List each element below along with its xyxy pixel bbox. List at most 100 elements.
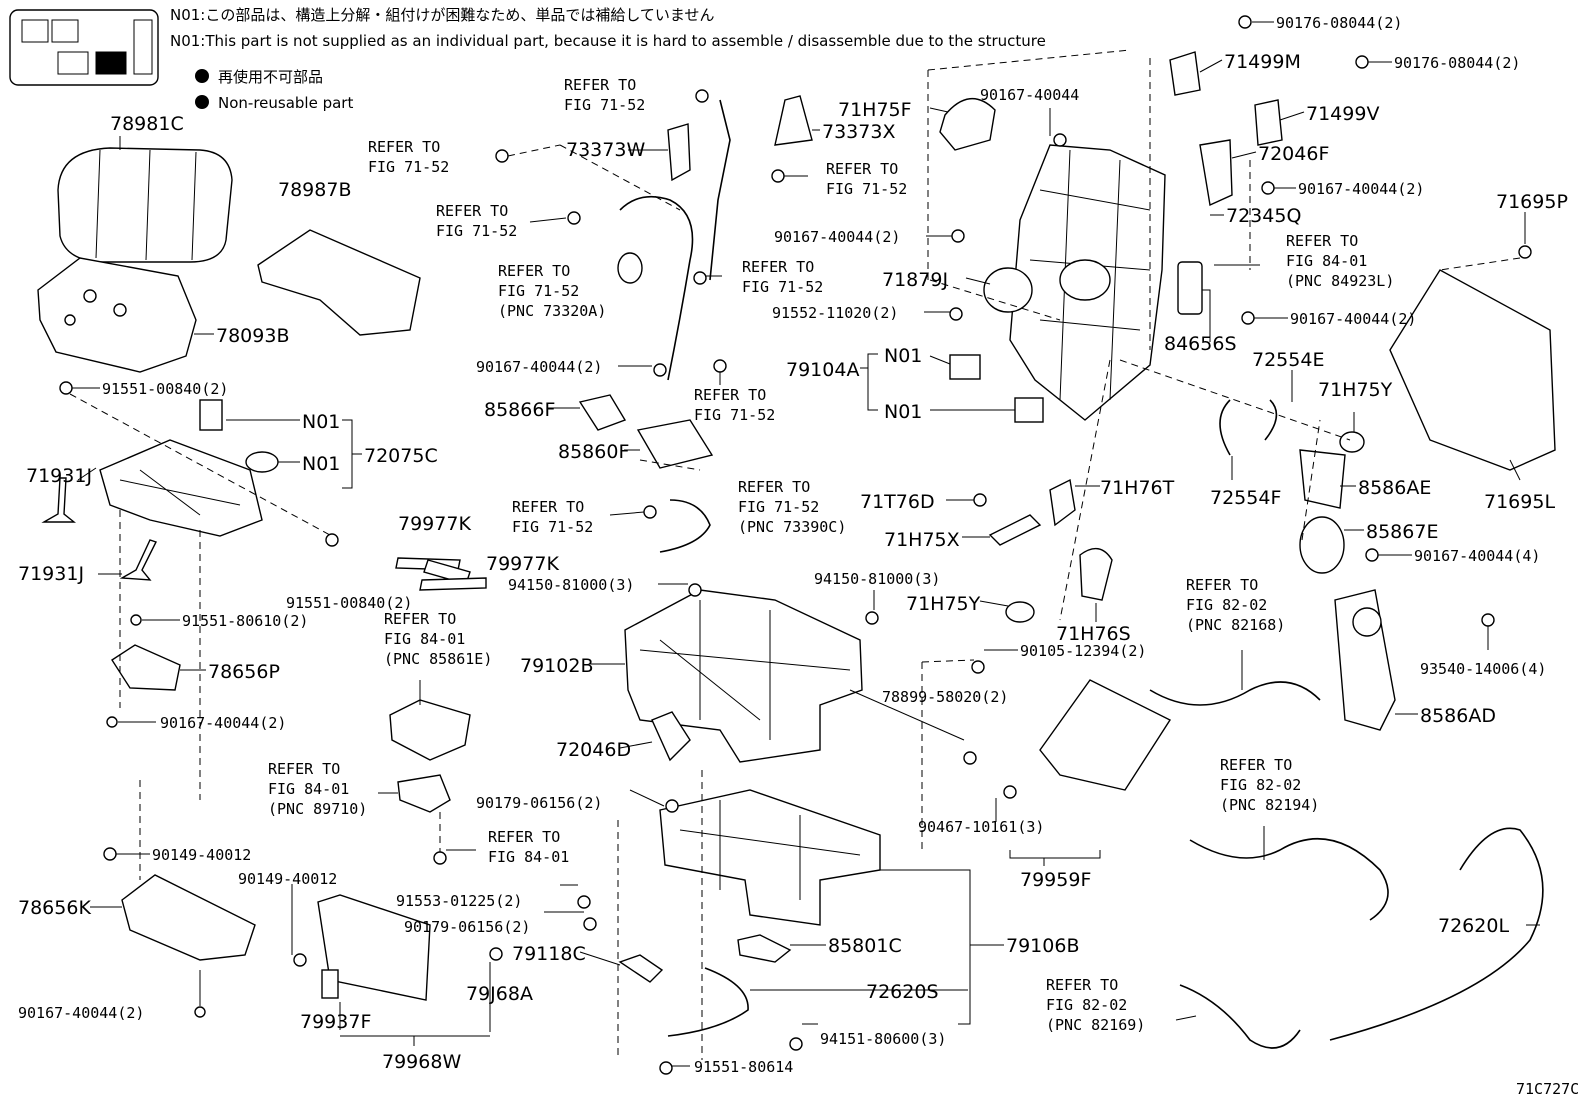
- label-8586AD[interactable]: 8586AD: [1420, 705, 1496, 727]
- non-reusable-dot-icon: [195, 69, 209, 83]
- label-90176-08044[interactable]: 90176-08044(2): [1276, 14, 1402, 32]
- legend-japanese: 再使用不可部品: [218, 68, 323, 86]
- label-71H75Y[interactable]: 71H75Y: [906, 593, 981, 615]
- legend-english: Non-reusable part: [218, 94, 353, 112]
- label-79J68A[interactable]: 79J68A: [466, 983, 533, 1005]
- label-90176-08044[interactable]: 90176-08044(2): [1394, 54, 1520, 72]
- label-71931J[interactable]: 71931J: [18, 563, 84, 585]
- label-71H75X[interactable]: 71H75X: [884, 529, 960, 551]
- label-85801C[interactable]: 85801C: [828, 935, 902, 957]
- label-72554E[interactable]: 72554E: [1252, 349, 1324, 371]
- label-n01[interactable]: N01: [884, 345, 922, 367]
- label-90167-40044[interactable]: 90167-40044(2): [476, 358, 602, 376]
- label-90105-12394[interactable]: 90105-12394(2): [1020, 642, 1146, 660]
- label-79102B[interactable]: 79102B: [520, 655, 593, 677]
- label-93540-14006[interactable]: 93540-14006(4): [1420, 660, 1546, 678]
- label-85867E[interactable]: 85867E: [1366, 521, 1438, 543]
- label-85866F[interactable]: 85866F: [484, 399, 555, 421]
- label-71879J[interactable]: 71879J: [882, 269, 948, 291]
- label-72554F[interactable]: 72554F: [1210, 487, 1281, 509]
- label-71695P[interactable]: 71695P: [1496, 191, 1568, 213]
- label-8586AE[interactable]: 8586AE: [1358, 477, 1431, 499]
- label-90179-06156[interactable]: 90179-06156(2): [476, 794, 602, 812]
- label-72620S[interactable]: 72620S: [866, 981, 939, 1003]
- label-71499M[interactable]: 71499M: [1224, 51, 1301, 73]
- label-78899-58020[interactable]: 78899-58020(2): [882, 688, 1008, 706]
- label-71H75F[interactable]: 71H75F: [838, 99, 912, 121]
- label-73373W[interactable]: 73373W: [566, 139, 645, 161]
- label-n01[interactable]: N01: [884, 401, 922, 423]
- label-72620L[interactable]: 72620L: [1438, 915, 1509, 937]
- label-78987B[interactable]: 78987B: [278, 179, 351, 201]
- label-71499V[interactable]: 71499V: [1306, 103, 1379, 125]
- label-78093B[interactable]: 78093B: [216, 325, 289, 347]
- label-71695L[interactable]: 71695L: [1484, 491, 1555, 513]
- label-94150-81000[interactable]: 94150-81000(3): [508, 576, 634, 594]
- label-79968W[interactable]: 79968W: [382, 1051, 461, 1073]
- part-labels: 78981C 78987B 78093B 91551-00840(2) N01 …: [18, 14, 1579, 1098]
- label-90149-40012[interactable]: 90149-40012: [238, 870, 337, 888]
- label-91551-80610[interactable]: 91551-80610(2): [182, 612, 308, 630]
- label-72075C[interactable]: 72075C: [364, 445, 438, 467]
- label-90179-06156[interactable]: 90179-06156(2): [404, 918, 530, 936]
- label-71H76T[interactable]: 71H76T: [1100, 477, 1175, 499]
- label-78656K[interactable]: 78656K: [18, 897, 91, 919]
- label-73373X[interactable]: 73373X: [822, 121, 895, 143]
- label-n01[interactable]: N01: [302, 411, 340, 433]
- label-71H76S[interactable]: 71H76S: [1056, 623, 1131, 645]
- label-n01[interactable]: N01: [302, 453, 340, 475]
- label-90167-40044[interactable]: 90167-40044(2): [1290, 310, 1416, 328]
- label-91551-00840[interactable]: 91551-00840(2): [286, 594, 412, 612]
- label-90167-40044[interactable]: 90167-40044: [980, 86, 1079, 104]
- label-90167-40044[interactable]: 90167-40044(4): [1414, 547, 1540, 565]
- label-79959F[interactable]: 79959F: [1020, 869, 1091, 891]
- label-94150-81000[interactable]: 94150-81000(3): [814, 570, 940, 588]
- label-84656S[interactable]: 84656S: [1164, 333, 1237, 355]
- label-71931J[interactable]: 71931J: [26, 465, 92, 487]
- label-85860F[interactable]: 85860F: [558, 441, 629, 463]
- label-79977K[interactable]: 79977K: [486, 553, 559, 575]
- label-91553-01225[interactable]: 91553-01225(2): [396, 892, 522, 910]
- label-79977K[interactable]: 79977K: [398, 513, 471, 535]
- label-71T76D[interactable]: 71T76D: [860, 491, 935, 513]
- label-79104A[interactable]: 79104A: [786, 359, 859, 381]
- label-78656P[interactable]: 78656P: [208, 661, 280, 683]
- label-71H75Y[interactable]: 71H75Y: [1318, 379, 1393, 401]
- label-90467-10161[interactable]: 90467-10161(3): [918, 818, 1044, 836]
- label-79937F[interactable]: 79937F: [300, 1011, 371, 1033]
- label-79118C[interactable]: 79118C: [512, 943, 586, 965]
- label-91551-00840[interactable]: 91551-00840(2): [102, 380, 228, 398]
- label-72046F[interactable]: 72046F: [1258, 143, 1329, 165]
- label-78981C[interactable]: 78981C: [110, 113, 184, 135]
- label-72345Q[interactable]: 72345Q: [1226, 205, 1301, 227]
- label-90167-40044[interactable]: 90167-40044(2): [18, 1004, 144, 1022]
- leader-lines: [69, 21, 1540, 1067]
- label-90149-40012[interactable]: 90149-40012: [152, 846, 251, 864]
- label-90167-40044[interactable]: 90167-40044(2): [160, 714, 286, 732]
- label-72046D[interactable]: 72046D: [556, 739, 631, 761]
- label-90167-40044[interactable]: 90167-40044(2): [774, 228, 900, 246]
- label-90167-40044[interactable]: 90167-40044(2): [1298, 180, 1424, 198]
- label-91551-80614[interactable]: 91551-80614: [694, 1058, 793, 1076]
- label-91552-11020[interactable]: 91552-11020(2): [772, 304, 898, 322]
- parts-artwork: [37, 15, 1556, 1075]
- label-79106B[interactable]: 79106B: [1006, 935, 1079, 957]
- label-94151-80600[interactable]: 94151-80600(3): [820, 1030, 946, 1048]
